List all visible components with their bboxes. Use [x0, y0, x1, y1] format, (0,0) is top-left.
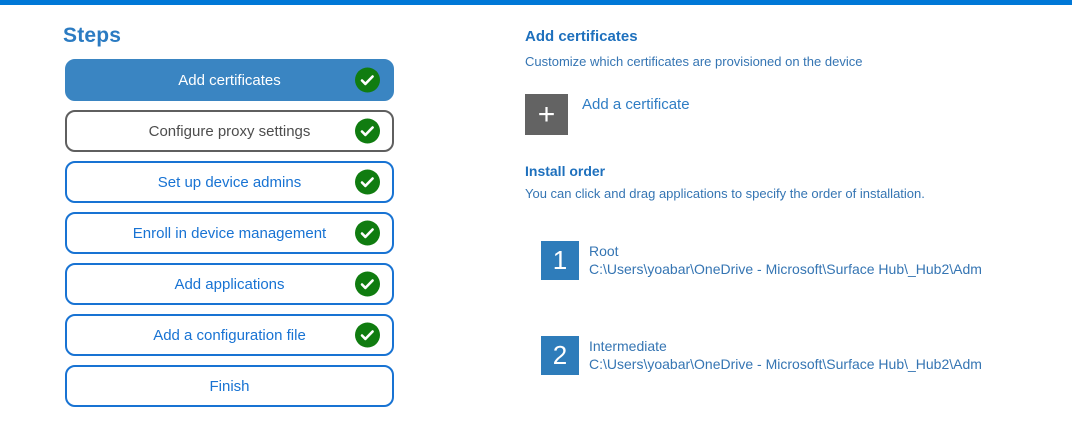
order-number: 1 [552, 245, 568, 275]
add-certificates-content: Add certificates Customize which certifi… [525, 28, 1065, 375]
step-enroll-in-device-management[interactable]: Enroll in device management [65, 212, 394, 254]
add-certificate-button[interactable]: + Add a certificate [525, 94, 1065, 135]
item-text: Root C:\Users\yoabar\OneDrive - Microsof… [589, 242, 982, 278]
step-label: Configure proxy settings [148, 122, 311, 140]
accent-top-bar [0, 0, 1072, 5]
content-subheading: Customize which certificates are provisi… [525, 54, 863, 69]
step-add-certificates[interactable]: Add certificates [65, 59, 394, 101]
step-add-a-configuration-file[interactable]: Add a configuration file [65, 314, 394, 356]
certificate-path: C:\Users\yoabar\OneDrive - Microsoft\Sur… [589, 356, 982, 372]
item-text: Intermediate C:\Users\yoabar\OneDrive - … [589, 337, 982, 373]
certificate-name: Root [589, 243, 619, 259]
step-configure-proxy-settings[interactable]: Configure proxy settings [65, 110, 394, 152]
completed-check-icon [355, 220, 380, 246]
add-square: + [525, 94, 568, 135]
completed-check-icon [355, 67, 380, 93]
step-add-applications[interactable]: Add applications [65, 263, 394, 305]
step-label: Add a configuration file [153, 326, 306, 344]
order-number: 2 [552, 340, 568, 370]
completed-check-icon [355, 322, 380, 348]
install-order-description: You can click and drag applications to s… [525, 186, 925, 201]
install-order-item-intermediate[interactable]: 2 Intermediate C:\Users\yoabar\OneDrive … [541, 336, 1065, 375]
install-order-item-root[interactable]: 1 Root C:\Users\yoabar\OneDrive - Micros… [541, 241, 1065, 280]
steps-panel-title: Steps [63, 24, 122, 47]
certificate-path: C:\Users\yoabar\OneDrive - Microsoft\Sur… [589, 261, 982, 277]
completed-check-icon [355, 169, 380, 195]
install-order-heading: Install order [525, 163, 606, 179]
step-label: Enroll in device management [132, 224, 327, 242]
step-finish[interactable]: Finish [65, 365, 394, 407]
step-label: Set up device admins [157, 173, 302, 191]
step-label: Add certificates [178, 71, 281, 89]
certificate-name: Intermediate [589, 338, 667, 354]
order-number-badge: 1 [541, 241, 579, 280]
completed-check-icon [355, 118, 380, 144]
step-label: Finish [209, 377, 250, 395]
completed-check-icon [355, 271, 380, 297]
step-label: Add applications [174, 275, 285, 293]
step-set-up-device-admins[interactable]: Set up device admins [65, 161, 394, 203]
steps-panel: Steps Add certificates Configure proxy s… [63, 24, 395, 416]
content-heading: Add certificates [525, 28, 638, 45]
add-certificate-label: Add a certificate [582, 96, 690, 113]
plus-icon: + [537, 97, 556, 131]
order-number-badge: 2 [541, 336, 579, 375]
